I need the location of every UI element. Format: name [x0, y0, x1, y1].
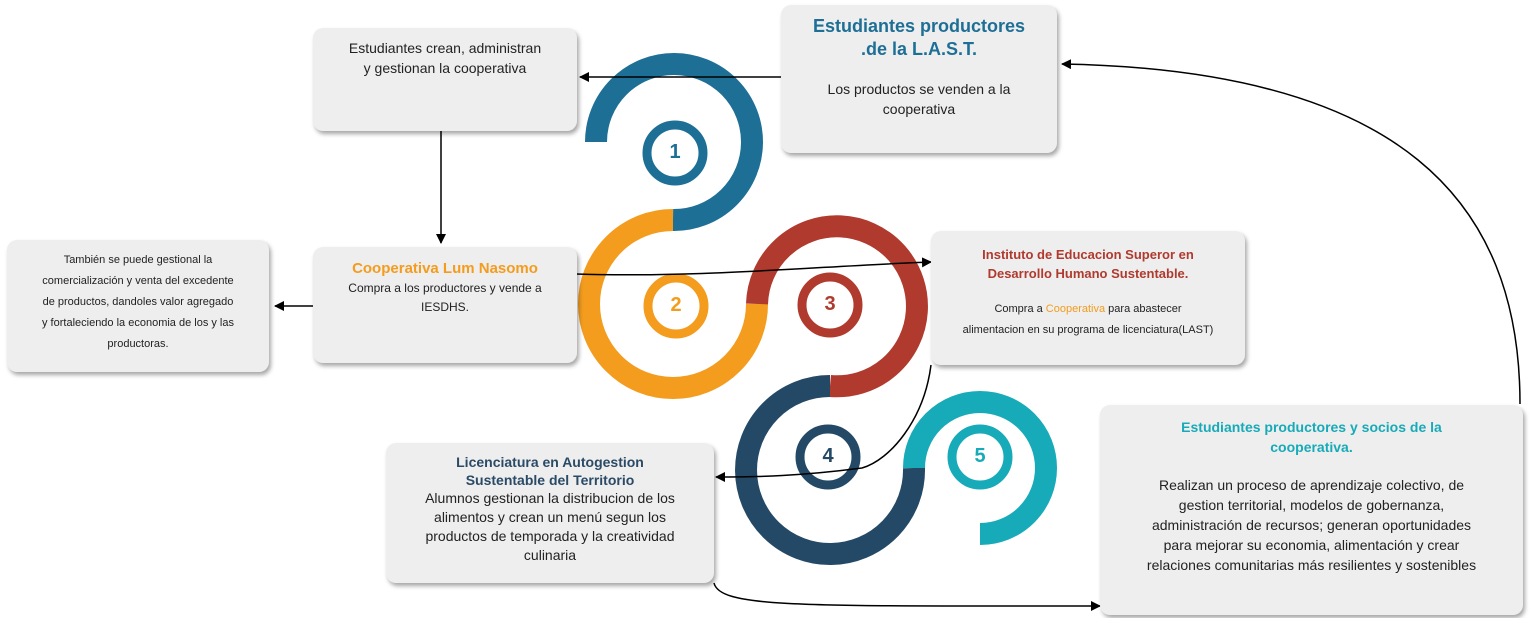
step-number-2: 2	[670, 294, 682, 316]
spiral-4	[735, 375, 926, 565]
box-socios-body-3: administración de recursos; generan opor…	[1151, 517, 1472, 533]
box-instituto: Instituto de Educacion Superor en Desarr…	[931, 231, 1245, 365]
box-tambien-line-4: y fortaleciendo la economia de los y las	[42, 317, 234, 329]
connector-socios-to-last	[1061, 59, 1521, 405]
box-tambien-line-2: comercialización y venta del excedente	[42, 275, 234, 287]
box-licenciatura-body-2: alimentos y crean un menú segun los	[434, 509, 666, 525]
box-instituto-body-2: alimentacion en su programa de licenciat…	[962, 324, 1214, 336]
box-instituto-body-1: Compra a Cooperativa para abastecer	[931, 299, 1245, 320]
box-estudiantes-crean: Estudiantes crean, administran y gestion…	[313, 28, 577, 131]
step-number-1: 1	[669, 141, 681, 163]
box-estudiantes-crean-line-1: Estudiantes crean, administran	[348, 40, 542, 56]
box-licenciatura-title-2: Sustentable del Territorio	[465, 472, 635, 488]
box-licenciatura-body-3: productos de temporada y la creatividad	[425, 528, 675, 544]
spiral-3	[746, 215, 928, 398]
box-cooperativa-title: Cooperativa Lum Nasomo	[352, 260, 538, 277]
box-licenciatura-title-1: Licenciatura en Autogestion	[456, 454, 644, 470]
box-socios-body-4: para mejorar su economia, alimentación y…	[1163, 537, 1460, 553]
box-socios-body-1: Realizan un proceso de aprendizaje colec…	[1158, 477, 1465, 493]
box-instituto-body-before: Compra a	[994, 303, 1046, 315]
box-licenciatura: Licenciatura en Autogestion Sustentable …	[386, 443, 714, 583]
spiral-5	[903, 391, 1057, 545]
box-tambien: También se puede gestional la comerciali…	[7, 240, 269, 372]
box-socios-body-2: gestion territorial, modelos de gobernan…	[1178, 497, 1445, 513]
box-socios-title-1: Estudiantes productores y socios de la	[1181, 419, 1442, 435]
step-number-5: 5	[974, 445, 986, 467]
box-instituto-title-1: Instituto de Educacion Superor en	[982, 247, 1194, 262]
box-tambien-line-1: También se puede gestional la	[63, 254, 213, 266]
box-estudiantes-last-body-1: Los productos se venden a la	[827, 81, 1011, 97]
connector-instituto-to-licenciatura	[715, 364, 932, 482]
spiral-2	[578, 209, 768, 399]
box-tambien-line-5: productoras.	[107, 338, 169, 350]
box-instituto-body-after: para abastecer	[1105, 303, 1182, 315]
box-estudiantes-last: Estudiantes productores .de la L.A.S.T. …	[781, 5, 1057, 153]
box-estudiantes-last-title-2: .de la L.A.S.T.	[860, 39, 978, 59]
box-licenciatura-body-4: culinaria	[523, 547, 577, 563]
box-estudiantes-last-title-1: Estudiantes productores	[812, 16, 1026, 36]
step-number-4: 4	[822, 445, 834, 467]
box-socios-title-2: cooperativa.	[1270, 439, 1353, 455]
box-instituto-body-highlight: Cooperativa	[1045, 303, 1106, 315]
spiral-1	[585, 53, 763, 232]
box-tambien-line-3: de productos, dandoles valor agregado	[42, 296, 234, 308]
box-licenciatura-body-1: Alumnos gestionan la distribucion de los	[425, 490, 675, 506]
box-socios: Estudiantes productores y socios de la c…	[1100, 405, 1523, 615]
box-cooperativa-body-1: Compra a los productores y vende a	[348, 281, 542, 295]
box-socios-body-5: relaciones comunitarias más resilientes …	[1146, 557, 1477, 573]
step-number-3: 3	[824, 293, 836, 315]
connector-licenciatura-to-socios	[713, 582, 1101, 612]
box-cooperativa: Cooperativa Lum Nasomo Compra a los prod…	[313, 247, 577, 363]
box-estudiantes-crean-line-2: y gestionan la cooperativa	[363, 60, 527, 76]
box-estudiantes-last-body-2: cooperativa	[882, 101, 956, 117]
box-cooperativa-body-2: IESDHS.	[420, 300, 469, 314]
connector-cooperativa-to-instituto	[575, 257, 932, 276]
box-instituto-title-2: Desarrollo Humano Sustentable.	[987, 266, 1189, 281]
